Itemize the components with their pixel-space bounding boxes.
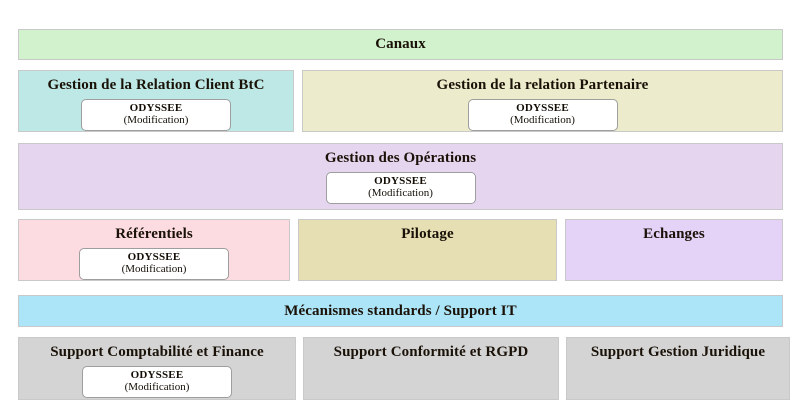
block-title: Support Gestion Juridique <box>590 344 766 360</box>
odyssee-name: ODYSSEE <box>129 101 183 114</box>
block-gestion-relation-partenaire[interactable]: Gestion de la relation Partenaire ODYSSE… <box>302 70 783 132</box>
block-canaux[interactable]: Canaux <box>18 29 783 60</box>
odyssee-badge[interactable]: ODYSSEE (Modification) <box>81 98 231 132</box>
odyssee-status: (Modification) <box>368 187 433 200</box>
block-title: Mécanismes standards / Support IT <box>284 302 517 319</box>
odyssee-name: ODYSSEE <box>374 174 427 187</box>
layer-row-relation: Gestion de la Relation Client BtC ODYSSE… <box>18 70 783 132</box>
layer-row-mecanismes: Mécanismes standards / Support IT <box>18 295 783 327</box>
block-echanges[interactable]: Echanges <box>565 219 783 281</box>
odyssee-badge[interactable]: ODYSSEE (Modification) <box>79 247 229 281</box>
block-title: Gestion des Opérations <box>324 150 477 166</box>
block-mecanismes-standards-support-it[interactable]: Mécanismes standards / Support IT <box>18 295 783 327</box>
layer-row-canaux: Canaux <box>18 29 783 60</box>
odyssee-name: ODYSSEE <box>127 250 181 263</box>
block-gestion-relation-client-btc[interactable]: Gestion de la Relation Client BtC ODYSSE… <box>18 70 294 132</box>
block-title: Support Conformité et RGPD <box>333 344 529 360</box>
block-gestion-des-operations[interactable]: Gestion des Opérations ODYSSEE (Modifica… <box>18 143 783 210</box>
block-title: Canaux <box>375 36 426 53</box>
odyssee-badge[interactable]: ODYSSEE (Modification) <box>82 365 232 399</box>
odyssee-status: (Modification) <box>123 114 189 127</box>
block-title: Pilotage <box>401 226 454 242</box>
block-support-conformite-et-rgpd[interactable]: Support Conformité et RGPD <box>303 337 559 400</box>
odyssee-badge[interactable]: ODYSSEE (Modification) <box>467 98 618 132</box>
layer-row-operations: Gestion des Opérations ODYSSEE (Modifica… <box>18 143 783 210</box>
block-title: Echanges <box>643 226 705 242</box>
block-title: Référentiels <box>115 226 193 242</box>
block-support-comptabilite-et-finance[interactable]: Support Comptabilité et Finance ODYSSEE … <box>18 337 296 400</box>
odyssee-status: (Modification) <box>124 381 190 394</box>
odyssee-name: ODYSSEE <box>516 101 569 114</box>
odyssee-status: (Modification) <box>510 114 575 127</box>
block-title: Gestion de la relation Partenaire <box>436 77 649 93</box>
odyssee-name: ODYSSEE <box>130 368 184 381</box>
layer-row-support: Support Comptabilité et Finance ODYSSEE … <box>18 337 790 400</box>
odyssee-badge[interactable]: ODYSSEE (Modification) <box>325 171 476 205</box>
block-pilotage[interactable]: Pilotage <box>298 219 557 281</box>
block-title: Support Comptabilité et Finance <box>50 344 264 360</box>
block-support-gestion-juridique[interactable]: Support Gestion Juridique <box>566 337 790 400</box>
block-title: Gestion de la Relation Client BtC <box>47 77 265 93</box>
odyssee-status: (Modification) <box>121 263 187 276</box>
layer-row-socle: Référentiels ODYSSEE (Modification) Pilo… <box>18 219 783 281</box>
block-referentiels[interactable]: Référentiels ODYSSEE (Modification) <box>18 219 290 281</box>
